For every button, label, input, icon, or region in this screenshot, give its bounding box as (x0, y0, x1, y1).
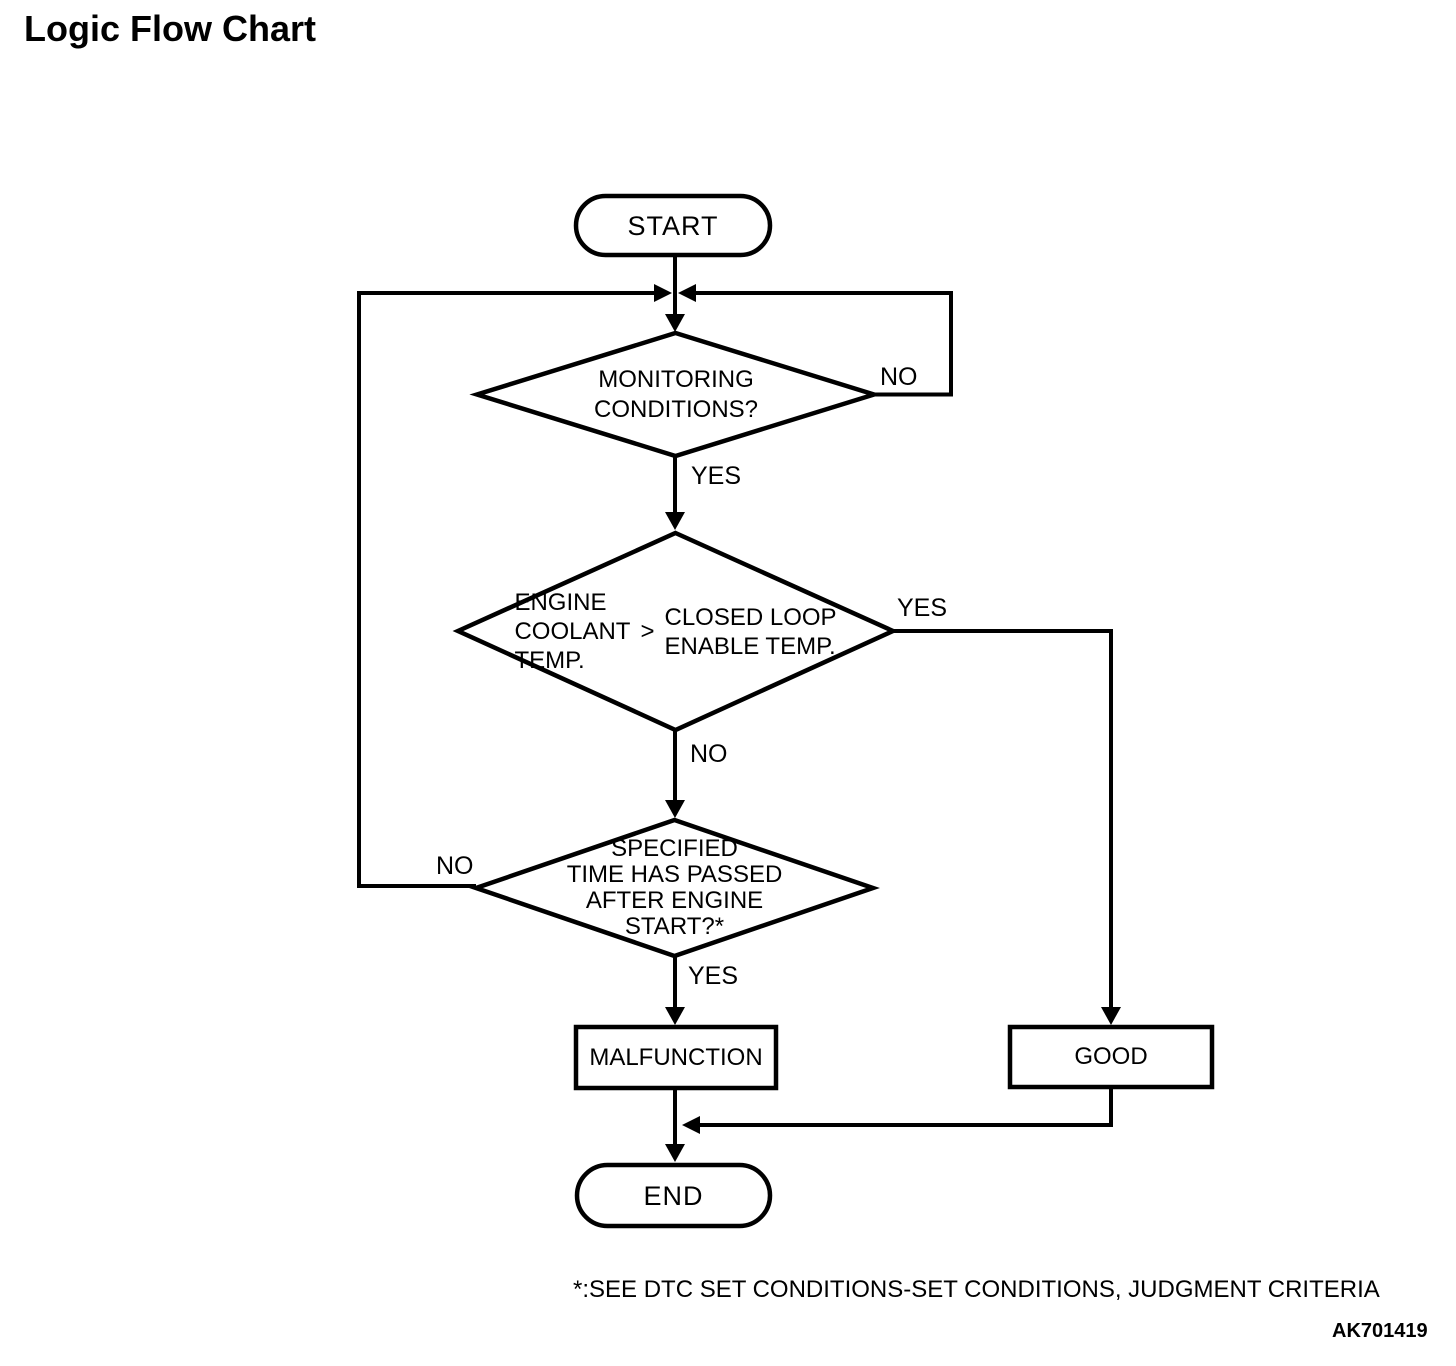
arrowhead-into-malfunction (665, 1007, 685, 1025)
end-label: END (643, 1180, 704, 1211)
coolant-left-block: ENGINE COOLANT TEMP. (514, 588, 630, 675)
malfunction-process-shape (573, 1024, 779, 1091)
footnote: *:SEE DTC SET CONDITIONS-SET CONDITIONS,… (573, 1276, 1380, 1303)
good-process-shape (1007, 1024, 1215, 1090)
time-decision-shape (469, 817, 880, 959)
time-line-1: SPECIFIED (611, 835, 738, 862)
edge-monitoring-no-loop (696, 291, 953, 397)
coolant-decision-shape (452, 530, 899, 733)
coolant-right-line-2: ENABLE TEMP. (664, 632, 836, 660)
good-label: GOOD (1074, 1043, 1148, 1070)
coolant-right-block: CLOSED LOOP ENABLE TEMP. (664, 603, 836, 661)
time-line-4: START?* (624, 913, 725, 940)
page-title: Logic Flow Chart (24, 8, 316, 49)
node-monitoring-conditions: MONITORING CONDITIONS? (477, 333, 875, 456)
edge-time-no-loop (357, 291, 654, 888)
edge-label-coolant-yes: YES (897, 594, 948, 622)
arrowhead-into-good (1101, 1007, 1121, 1025)
arrowhead-into-monitoring (665, 314, 685, 332)
arrowhead-into-time (665, 800, 685, 818)
start-terminator-shape (573, 193, 773, 258)
figure-code: AK701419 (1332, 1320, 1428, 1342)
arrowhead-junction-from-right (678, 284, 696, 302)
edge-coolant-yes-to-good (893, 629, 1113, 1009)
coolant-left-line-3: TEMP. (514, 647, 585, 674)
coolant-right-line-1: CLOSED LOOP (664, 603, 837, 631)
edge-label-time-no: NO (436, 852, 474, 880)
edge-label-monitoring-no: NO (880, 363, 918, 391)
end-terminator-shape (574, 1162, 773, 1229)
coolant-operator: > (640, 617, 655, 645)
node-good: GOOD (1010, 1027, 1212, 1087)
coolant-left-line-2: COOLANT (514, 618, 631, 645)
malfunction-label: MALFUNCTION (589, 1043, 763, 1071)
node-coolant-temp: ENGINE COOLANT TEMP. > CLOSED LOOP ENABL… (458, 533, 893, 730)
arrowhead-junction-from-left (654, 284, 672, 302)
coolant-left-line-1: ENGINE (514, 589, 607, 616)
time-line-2: TIME HAS PASSED (566, 861, 783, 888)
arrowhead-into-coolant (665, 512, 685, 530)
monitoring-decision-shape (469, 330, 882, 459)
start-label: START (627, 210, 719, 241)
node-malfunction: MALFUNCTION (576, 1027, 776, 1088)
arrowhead-merge-left (682, 1116, 700, 1134)
time-line-3: AFTER ENGINE (585, 887, 764, 914)
node-specified-time: SPECIFIED TIME HAS PASSED AFTER ENGINE S… (476, 820, 873, 956)
node-start: START (576, 196, 770, 255)
edge-label-coolant-no: NO (690, 740, 728, 768)
arrowhead-into-end (665, 1144, 685, 1162)
edge-good-merge (700, 1087, 1113, 1127)
monitoring-line-2: CONDITIONS? (593, 395, 758, 423)
node-end: END (577, 1165, 770, 1226)
edge-label-time-yes: YES (688, 962, 739, 990)
edge-label-monitoring-yes: YES (691, 462, 742, 490)
monitoring-line-1: MONITORING (598, 365, 754, 393)
